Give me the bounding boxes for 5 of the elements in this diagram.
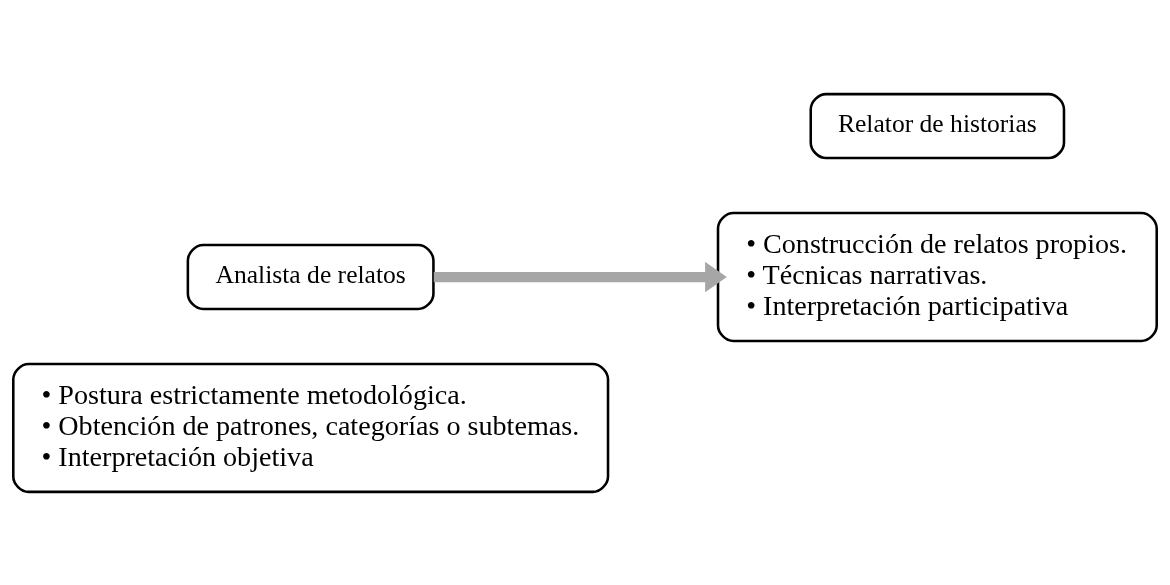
node-box: Analista de relatos bbox=[186, 243, 435, 310]
node-box: • Construcción de relatos propios. • Técnicas narrativas. • Interpretación participativa bbox=[716, 211, 1158, 342]
arrow bbox=[433, 261, 727, 292]
node-box: • Postura estrictamente metodológica. • Obtención de patrones, categorías o subtemas. • Interpretación objetiva bbox=[12, 362, 610, 493]
node-box: Relator de historias bbox=[809, 92, 1066, 159]
